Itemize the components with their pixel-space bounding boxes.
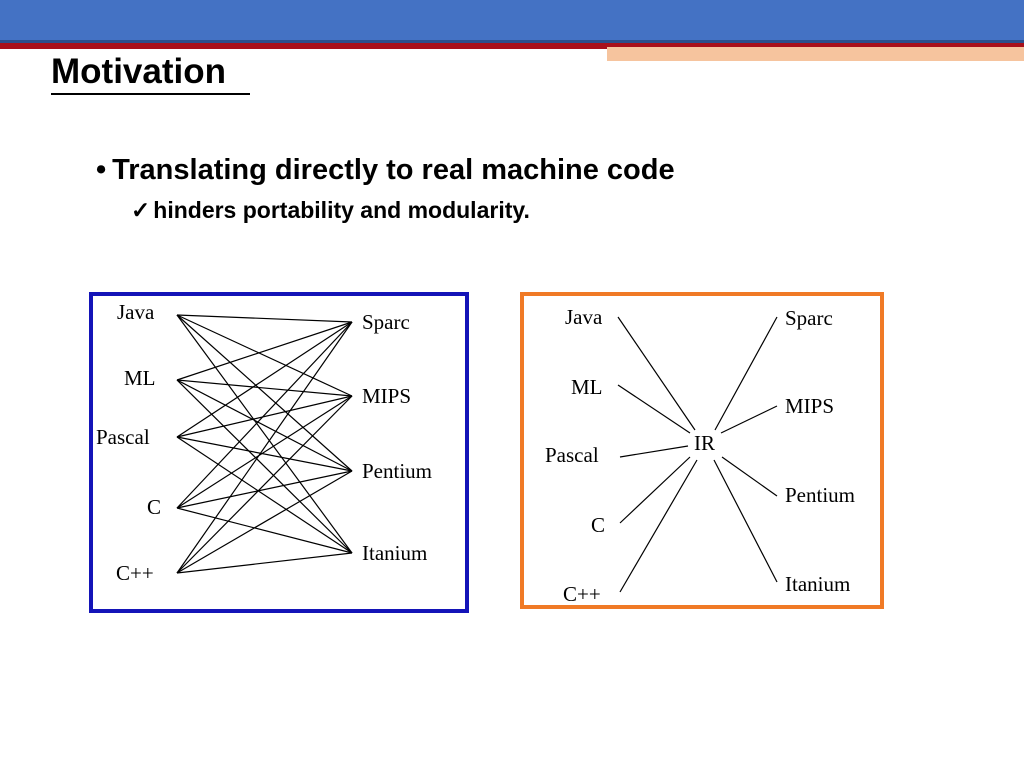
edge-java-to-itanium <box>176 314 353 554</box>
edge-pascal-to-ir <box>619 445 689 458</box>
header-peach-bar <box>607 47 1024 61</box>
ir-target-sparc: Sparc <box>785 306 833 330</box>
direct-source-c: C <box>147 495 161 519</box>
edge-java-to-ir <box>617 316 696 431</box>
direct-target-pentium: Pentium <box>362 459 432 483</box>
ir-source-cpp: C++ <box>563 582 601 606</box>
ir-translation-diagram: Java ML Pascal C C++ IR Sparc MIPS Penti… <box>520 292 884 609</box>
ir-source-pascal: Pascal <box>545 443 599 467</box>
ir-target-mips: MIPS <box>785 394 834 418</box>
bullet-item: •Translating directly to real machine co… <box>96 150 675 190</box>
ir-target-pentium: Pentium <box>785 483 855 507</box>
direct-source-java: Java <box>117 300 155 324</box>
sub-bullet-item: ✓hinders portability and modularity. <box>131 195 530 225</box>
edge-java-to-pentium <box>176 314 353 472</box>
direct-target-mips: MIPS <box>362 384 411 408</box>
ir-edges <box>617 316 778 593</box>
edge-c-to-pentium <box>176 470 353 509</box>
edge-ml-to-mips <box>176 379 353 397</box>
edge-pascal-to-mips <box>176 395 353 438</box>
edge-pascal-to-itanium <box>176 436 353 554</box>
header-red-bar <box>0 43 1024 49</box>
direct-diagram-frame <box>89 292 469 613</box>
ir-source-c: C <box>591 513 605 537</box>
edge-ir-to-pentium <box>721 456 778 497</box>
ir-hub-label: IR <box>694 431 715 455</box>
header-blue-bar <box>0 0 1024 40</box>
ir-source-ml: ML <box>571 375 603 399</box>
edge-pascal-to-sparc <box>176 321 353 438</box>
edge-cpp-to-sparc <box>176 321 353 574</box>
slide-header-banner <box>0 0 1024 61</box>
edge-c-to-itanium <box>176 507 353 554</box>
ir-diagram-frame <box>520 292 884 609</box>
edge-c-to-sparc <box>176 321 353 509</box>
header-dark-line <box>0 40 1024 43</box>
edge-ir-to-sparc <box>714 316 778 431</box>
edge-cpp-to-ir <box>619 459 698 593</box>
direct-edges <box>176 314 353 574</box>
edge-ml-to-itanium <box>176 379 353 554</box>
edge-pascal-to-pentium <box>176 436 353 472</box>
edge-cpp-to-mips <box>176 395 353 574</box>
edge-ml-to-sparc <box>176 321 353 381</box>
sub-bullet-text: hinders portability and modularity. <box>153 197 530 223</box>
edge-cpp-to-itanium <box>176 552 353 574</box>
title-underline <box>51 93 250 95</box>
edge-cpp-to-pentium <box>176 470 353 574</box>
direct-source-pascal: Pascal <box>96 425 150 449</box>
ir-target-itanium: Itanium <box>785 572 850 596</box>
edge-ml-to-ir <box>617 384 691 434</box>
check-icon: ✓ <box>131 197 151 223</box>
bullet-marker: • <box>96 154 107 186</box>
direct-translation-diagram: Java ML Pascal C C++ Sparc MIPS Pentium … <box>89 292 469 613</box>
direct-target-itanium: Itanium <box>362 541 427 565</box>
bullet-text: Translating directly to real machine cod… <box>112 154 675 186</box>
slide-title: Motivation <box>51 52 226 91</box>
edge-c-to-mips <box>176 395 353 509</box>
edge-ir-to-mips <box>720 405 778 434</box>
direct-source-ml: ML <box>124 366 156 390</box>
direct-source-cpp: C++ <box>116 561 154 585</box>
edge-ir-to-itanium <box>713 459 778 583</box>
direct-target-sparc: Sparc <box>362 310 410 334</box>
edge-java-to-mips <box>176 314 353 397</box>
edge-java-to-sparc <box>176 314 353 323</box>
ir-source-java: Java <box>565 305 603 329</box>
edge-c-to-ir <box>619 456 691 524</box>
edge-ml-to-pentium <box>176 379 353 472</box>
